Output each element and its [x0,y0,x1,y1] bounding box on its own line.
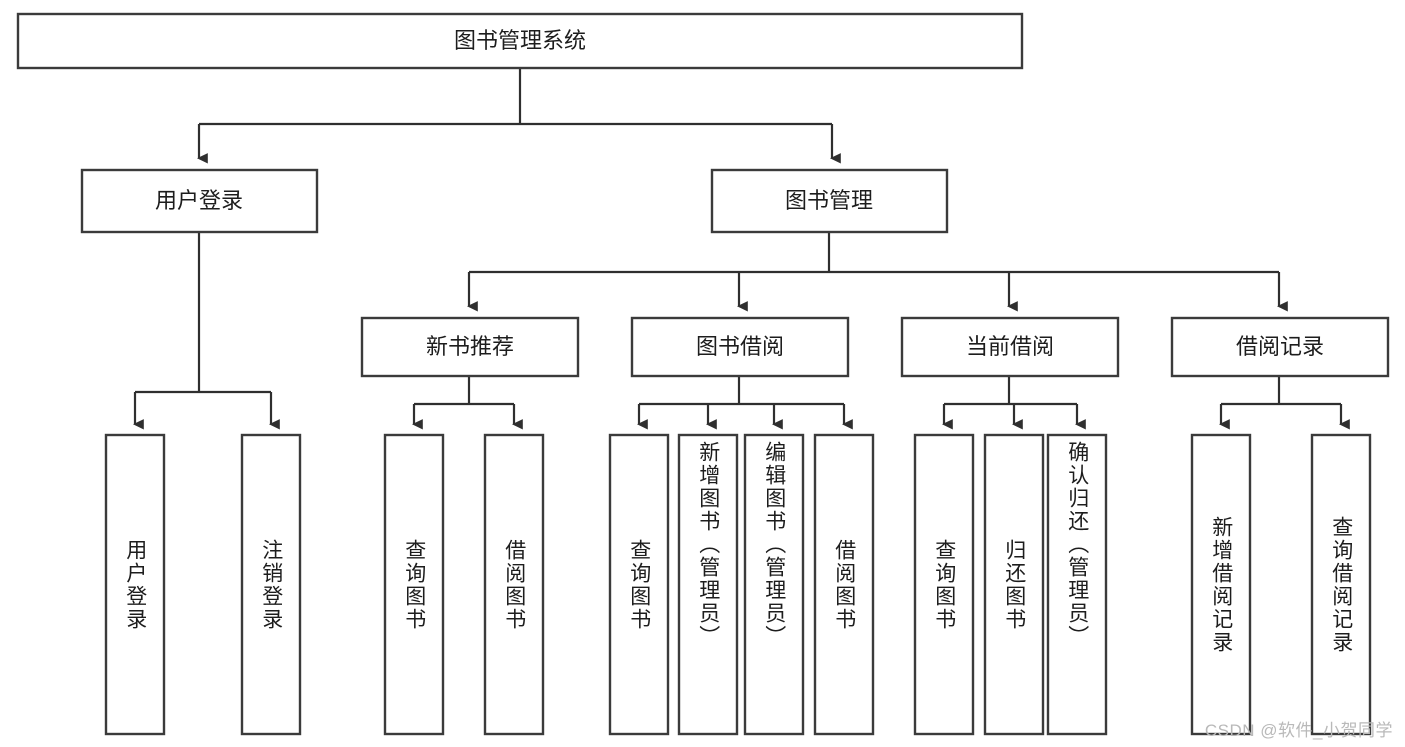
csdn-watermark: CSDN @软件_小贺同学 [1204,721,1393,740]
connector-bookborrow-to-leaves [636,376,853,430]
leaf-box-query-book-1[interactable] [383,433,445,736]
leaf-boxes [104,433,1372,736]
node-new-book-recommend[interactable]: 新书推荐 [360,316,580,378]
node-book-manage-label: 图书管理 [785,188,873,213]
leaf-box-add-borrow-record[interactable] [1190,433,1252,736]
connector-borrowrecord-to-leaves [1218,376,1350,430]
node-user-login-label: 用户登录 [155,188,243,213]
connector-root-to-level2 [196,68,841,164]
leaf-box-edit-book[interactable] [743,433,805,736]
connector-currentborrow-to-leaves [941,376,1086,430]
node-new-book-recommend-label: 新书推荐 [426,334,514,359]
leaf-box-query-book-3[interactable] [913,433,975,736]
leaf-box-confirm-return[interactable] [1046,433,1108,736]
leaf-box-borrow-book-1[interactable] [483,433,545,736]
node-current-borrow-label: 当前借阅 [966,334,1054,359]
connector-newbook-to-leaves [411,376,523,430]
node-book-manage[interactable]: 图书管理 [710,168,949,234]
leaf-box-user-logout[interactable] [240,433,302,736]
leaf-box-add-book[interactable] [677,433,739,736]
node-book-borrow[interactable]: 图书借阅 [630,316,850,378]
node-borrow-record-label: 借阅记录 [1236,334,1324,359]
leaf-box-return-book[interactable] [983,433,1045,736]
leaf-box-query-borrow-record[interactable] [1310,433,1372,736]
leaf-box-borrow-book-2[interactable] [813,433,875,736]
leaf-box-query-book-2[interactable] [608,433,670,736]
node-borrow-record[interactable]: 借阅记录 [1170,316,1390,378]
connector-userlogin-to-leaves [132,232,280,430]
node-current-borrow[interactable]: 当前借阅 [900,316,1120,378]
node-book-borrow-label: 图书借阅 [696,334,784,359]
leaf-box-user-login[interactable] [104,433,166,736]
node-root[interactable]: 图书管理系统 [16,12,1024,70]
node-root-label: 图书管理系统 [454,28,586,53]
node-user-login[interactable]: 用户登录 [80,168,319,234]
connector-bookmanage-to-level3 [466,232,1288,312]
